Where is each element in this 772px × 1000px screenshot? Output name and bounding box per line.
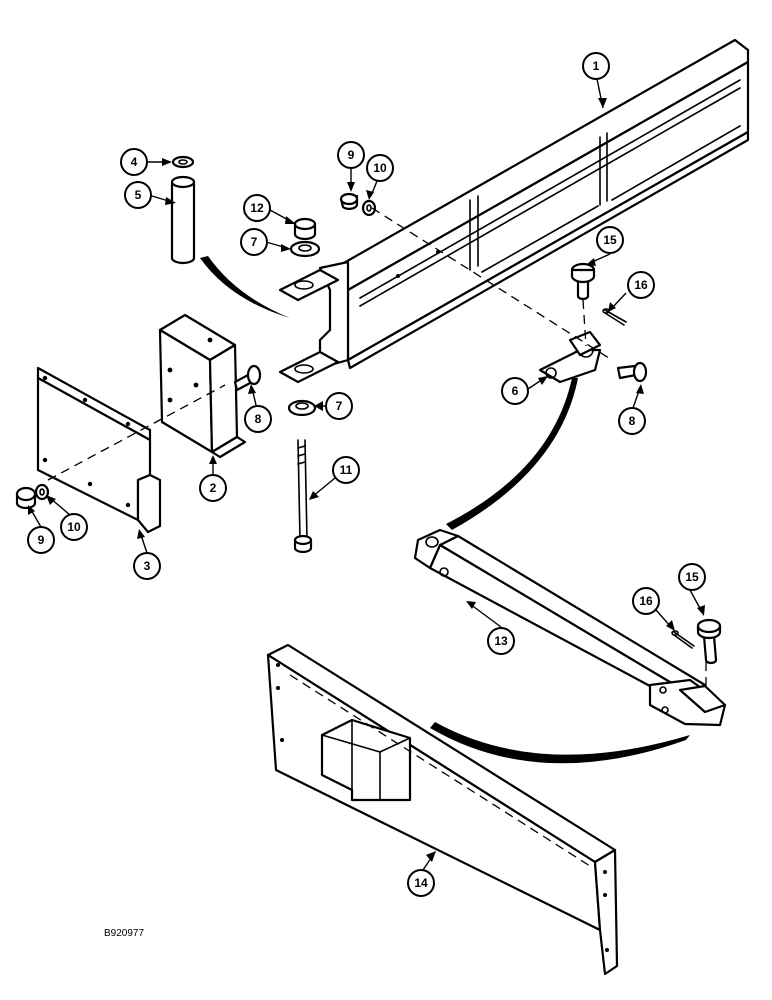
callout-label: 15 [685,570,699,584]
callout-10-left: 10 [60,513,88,541]
callout-label: 15 [603,233,617,247]
callout-6: 6 [501,377,529,405]
callout-label: 14 [414,876,428,890]
washer-10-top [361,199,377,217]
callout-8-right: 8 [618,407,646,435]
mounting-plate [36,366,162,534]
callout-7-top: 7 [240,228,268,256]
washer-4 [171,155,195,169]
callout-label: 7 [251,235,258,249]
long-bolt-11 [293,439,313,554]
callout-4: 4 [120,148,148,176]
washer-7-bottom [287,399,317,417]
callout-5: 5 [124,181,152,209]
callout-16-top: 16 [627,271,655,299]
bolt-8-left [233,364,262,392]
hydraulic-cylinder [413,528,727,727]
callout-label: 5 [135,188,142,202]
washer-7-top [289,240,321,258]
clevis-mount [538,330,602,384]
callout-11: 11 [332,456,360,484]
callout-15-top: 15 [596,226,624,254]
callout-7-bottom: 7 [325,392,353,420]
assembly-lines [47,207,707,690]
callout-label: 12 [250,201,264,215]
washer-10-left [34,483,50,501]
assembly-swooshes [200,256,690,764]
callout-label: 13 [494,634,508,648]
callout-10-top: 10 [366,154,394,182]
nut-12 [293,217,317,241]
cotter-pin-16-bottom [671,630,695,649]
callout-9-top: 9 [337,141,365,169]
callout-label: 1 [593,59,600,73]
callout-8-left: 8 [244,405,272,433]
frame-arm [278,38,750,384]
callout-16-bottom: 16 [632,587,660,615]
callout-label: 16 [639,594,653,608]
callout-label: 11 [340,463,353,477]
cotter-pin-16-top [602,308,627,326]
callout-label: 3 [144,559,151,573]
callout-label: 10 [67,520,81,534]
callout-label: 9 [348,148,355,162]
bushing-tube [170,175,196,265]
callout-label: 6 [512,384,519,398]
callout-label: 8 [255,412,262,426]
callout-14: 14 [407,869,435,897]
bolt-8-right [616,361,648,383]
callout-label: 9 [38,533,45,547]
callout-label: 7 [336,399,343,413]
arrowheads [28,98,705,862]
callout-label: 10 [373,161,387,175]
pin-15-top [570,262,596,301]
nut-9-left [15,486,37,510]
nut-9-top [339,192,359,210]
shield-panel [266,643,619,976]
callout-label: 8 [629,414,636,428]
callout-2: 2 [199,474,227,502]
callout-label: 2 [210,481,217,495]
support-bracket [158,313,247,459]
callout-15-bottom: 15 [678,563,706,591]
callout-9-left: 9 [27,526,55,554]
callout-12: 12 [243,194,271,222]
callout-3: 3 [133,552,161,580]
pin-15-bottom [696,618,722,665]
callout-label: 4 [131,155,138,169]
figure-id: B920977 [104,928,144,939]
callout-label: 16 [634,278,648,292]
callout-13: 13 [487,627,515,655]
callout-1: 1 [582,52,610,80]
